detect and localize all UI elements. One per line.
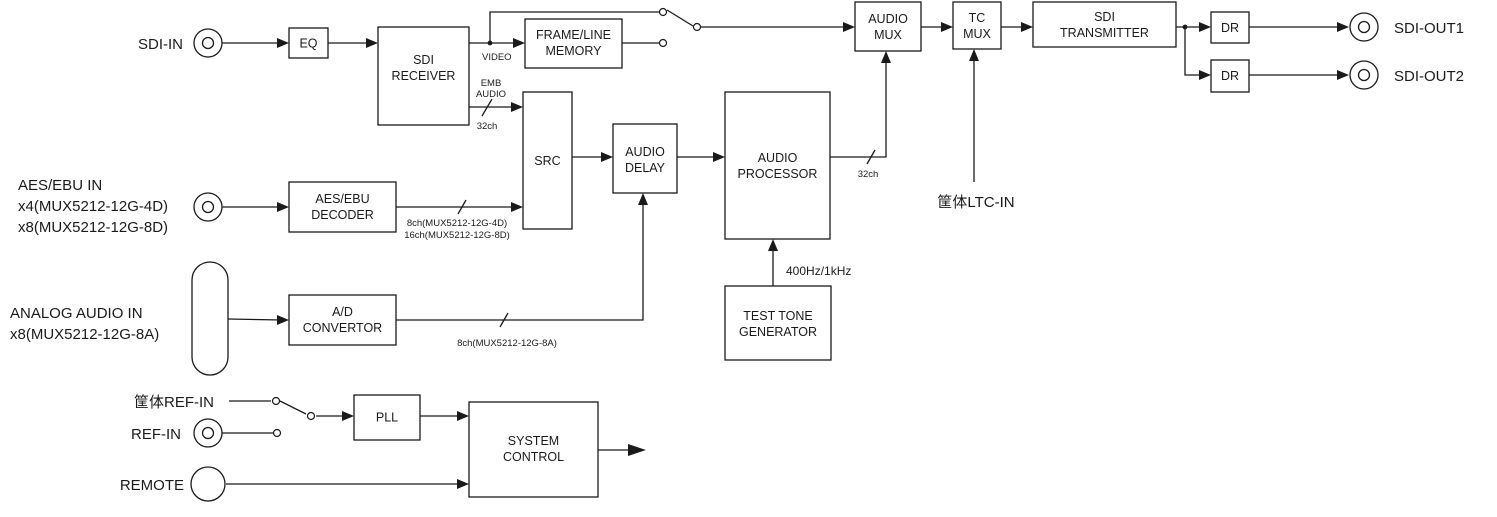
video-label: VIDEO	[482, 52, 512, 63]
dr2-label: DR	[1221, 69, 1239, 83]
aes-ebu-in-label-2: x4(MUX5212-12G-4D)	[18, 198, 168, 215]
remote-label: REMOTE	[120, 477, 184, 494]
aes-channels-label-2: 16ch(MUX5212-12G-8D)	[404, 230, 510, 241]
sdi-transmitter-block: SDI TRANSMITTER	[1032, 1, 1177, 48]
sdi-out1-connector-icon	[1349, 12, 1379, 42]
aes-ebu-decoder-label-2: DECODER	[311, 208, 374, 222]
ad-convertor-label-1: A/D	[332, 305, 353, 319]
analog-audio-in-label-2: x8(MUX5212-12G-8A)	[10, 326, 159, 343]
ref-in-connector-icon	[193, 418, 223, 448]
audio-delay-label-2: DELAY	[625, 161, 666, 175]
pll-block: PLL	[353, 394, 421, 441]
switch-contact	[692, 22, 702, 32]
receiver-channels-label: 32ch	[477, 121, 498, 132]
aes-channels-label-1: 8ch(MUX5212-12G-4D)	[407, 218, 507, 229]
switch-contact	[271, 396, 281, 406]
arrowheads	[277, 22, 1349, 489]
aes-ebu-in-label-1: AES/EBU IN	[18, 177, 102, 194]
audio-processor-label-1: AUDIO	[758, 151, 798, 165]
switch-contact	[658, 38, 668, 48]
connectors	[190, 12, 1379, 502]
audio-delay-label-1: AUDIO	[625, 145, 665, 159]
sdi-transmitter-label-2: TRANSMITTER	[1060, 26, 1149, 40]
frame-line-memory-label-2: MEMORY	[545, 44, 602, 58]
emb-audio-label-1: EMB	[481, 78, 502, 89]
audio-delay-block: AUDIO DELAY	[612, 123, 678, 194]
tc-mux-label-2: MUX	[963, 27, 991, 41]
system-control-block: SYSTEM CONTROL	[468, 401, 599, 498]
frame-line-memory-block: FRAME/LINE MEMORY	[524, 18, 623, 69]
junctions	[271, 7, 1188, 438]
dr1-label: DR	[1221, 21, 1239, 35]
sdi-out1-label: SDI-OUT1	[1394, 20, 1464, 37]
dr2-block: DR	[1210, 59, 1250, 93]
analog-audio-in-label-1: ANALOG AUDIO IN	[10, 305, 143, 322]
src-label: SRC	[534, 154, 560, 168]
audio-mux-label-2: MUX	[874, 28, 902, 42]
sdi-receiver-label-1: SDI	[413, 53, 434, 67]
audio-processor-label-2: PROCESSOR	[738, 167, 818, 181]
tone-frequency-label: 400Hz/1kHz	[786, 264, 851, 278]
frame-line-memory-label-1: FRAME/LINE	[536, 28, 611, 42]
signal-annotations: VIDEO EMB AUDIO 32ch 8ch(MUX5212-12G-4D)…	[404, 52, 878, 349]
eq-block: EQ	[288, 27, 329, 59]
junction-dot	[487, 40, 493, 46]
port-labels: SDI-IN AES/EBU IN x4(MUX5212-12G-4D) x8(…	[10, 20, 1464, 494]
remote-connector-icon	[190, 466, 226, 502]
switch-contact	[272, 428, 282, 438]
chassis-ref-in-label: 筐体REF-IN	[134, 394, 214, 411]
audio-processor-block: AUDIO PROCESSOR	[724, 91, 831, 240]
pll-label: PLL	[376, 411, 398, 425]
sdi-receiver-label-2: RECEIVER	[392, 69, 456, 83]
switch-contact	[658, 7, 668, 17]
ad-convertor-block: A/D CONVERTOR	[288, 294, 397, 346]
test-tone-generator-label-2: GENERATOR	[739, 325, 817, 339]
test-tone-generator-label-1: TEST TONE	[743, 309, 812, 323]
chassis-ltc-in-label: 筐体LTC-IN	[937, 194, 1014, 211]
audio-mux-label-1: AUDIO	[868, 12, 908, 26]
sdi-receiver-block: SDI RECEIVER	[377, 26, 470, 126]
ref-in-label: REF-IN	[131, 426, 181, 443]
dr1-block: DR	[1210, 11, 1250, 44]
switch-contact	[306, 411, 316, 421]
junction-dot	[1182, 24, 1188, 30]
eq-label: EQ	[299, 37, 317, 51]
test-tone-generator-block: TEST TONE GENERATOR	[724, 285, 832, 361]
analog-multi-connector-icon	[191, 261, 229, 376]
processor-channels-label: 32ch	[858, 169, 879, 180]
sdi-in-label: SDI-IN	[138, 36, 183, 53]
aes-ebu-decoder-label-1: AES/EBU	[315, 192, 369, 206]
system-control-label-2: CONTROL	[503, 450, 564, 464]
analog-channels-label: 8ch(MUX5212-12G-8A)	[457, 338, 557, 349]
tc-mux-block: TC MUX	[952, 1, 1002, 50]
aes-ebu-in-label-3: x8(MUX5212-12G-8D)	[18, 219, 168, 236]
src-block: SRC	[522, 91, 573, 230]
aes-ebu-decoder-block: AES/EBU DECODER	[288, 181, 397, 233]
audio-mux-block: AUDIO MUX	[854, 1, 922, 52]
sdi-in-connector-icon	[193, 28, 223, 58]
aes-ebu-in-connector-icon	[193, 192, 223, 222]
system-control-label-1: SYSTEM	[508, 434, 559, 448]
tc-mux-label-1: TC	[969, 11, 986, 25]
sdi-out2-label: SDI-OUT2	[1394, 68, 1464, 85]
ad-convertor-label-2: CONVERTOR	[303, 321, 382, 335]
sdi-transmitter-label-1: SDI	[1094, 10, 1115, 24]
sdi-out2-connector-icon	[1349, 60, 1379, 90]
emb-audio-label-2: AUDIO	[476, 89, 506, 100]
